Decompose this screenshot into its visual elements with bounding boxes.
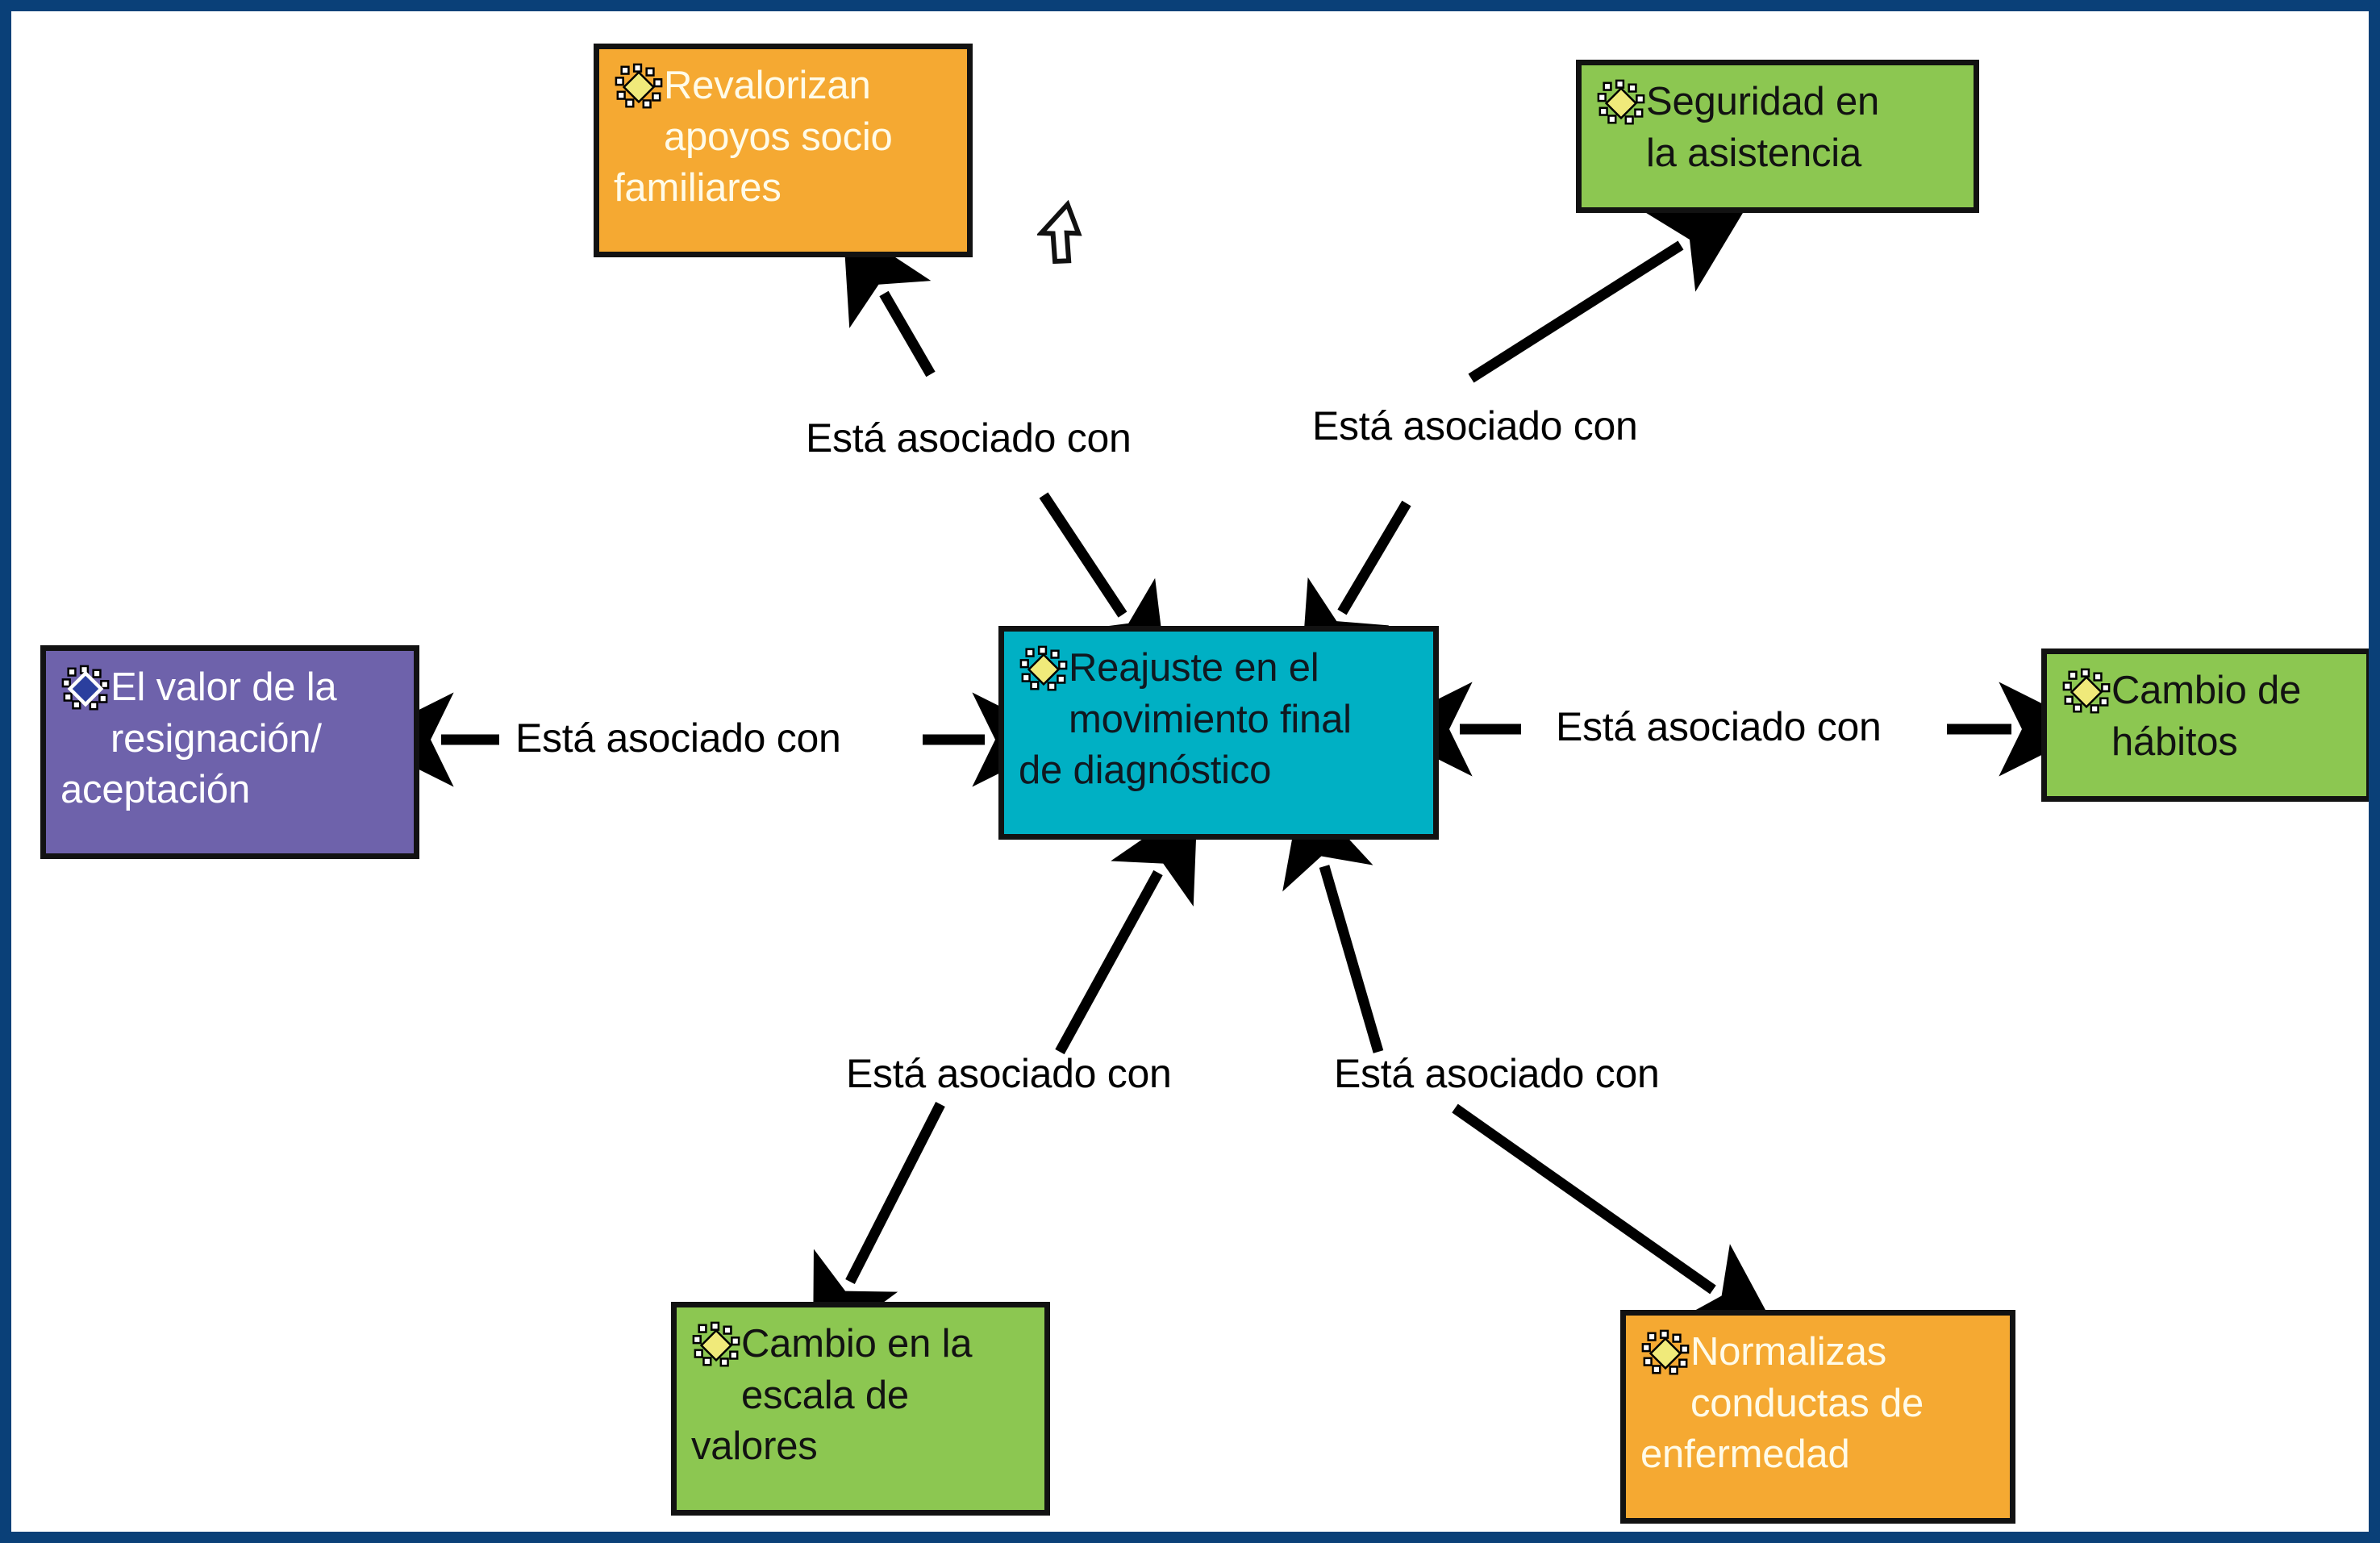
cluster-diamond-icon (615, 63, 663, 109)
cluster-diamond-icon (1597, 79, 1645, 125)
node-label: El valor de la (110, 665, 337, 709)
edge-label-cambio-escala: Está asociado con (846, 1051, 1172, 1096)
cluster-diamond-icon (2062, 668, 2111, 714)
node-valor-resignacion[interactable]: El valor de la resignación/ aceptación (40, 645, 419, 859)
cluster-diamond-icon (1019, 645, 1068, 691)
edge-label-revalorizan: Está asociado con (806, 415, 1132, 461)
node-label: apoyos socio (664, 115, 893, 159)
node-label: Cambio en la (741, 1322, 973, 1366)
node-label: de diagnóstico (1019, 749, 1272, 793)
node-cambio-escala[interactable]: Cambio en la escala de valores (671, 1302, 1050, 1516)
node-label: Seguridad en (1646, 80, 1880, 123)
node-label: Revalorizan (664, 64, 871, 107)
node-normalizas[interactable]: Normalizas conductas de enfermedad (1620, 1310, 2015, 1524)
node-label: hábitos (2111, 719, 2238, 764)
node-label: enfermedad (1640, 1432, 1850, 1477)
cluster-diamond-icon (1641, 1329, 1690, 1375)
node-label: escala de (741, 1373, 909, 1417)
node-label: valores (691, 1424, 818, 1469)
cluster-diamond-icon (61, 665, 110, 711)
node-label: resignación/ (110, 716, 322, 761)
arrow-up-cursor (1037, 199, 1082, 265)
edge-label-valor-resignacion: Está asociado con (515, 715, 841, 761)
node-label: Reajuste en el (1069, 646, 1319, 690)
edge-label-normalizas: Está asociado con (1334, 1051, 1660, 1096)
node-label: la asistencia (1646, 131, 1862, 175)
node-label: familiares (614, 166, 782, 211)
node-label: aceptación (60, 768, 251, 812)
node-revalorizan[interactable]: Revalorizan apoyos socio familiares (594, 44, 973, 257)
node-label: conductas de (1690, 1381, 1924, 1425)
node-cambio-habitos[interactable]: Cambio de hábitos (2041, 648, 2369, 802)
edge-label-cambio-habitos: Está asociado con (1556, 704, 1882, 749)
cluster-diamond-icon (692, 1321, 740, 1367)
node-label: Cambio de (2111, 669, 2302, 712)
node-label: movimiento final (1069, 697, 1352, 741)
edge-label-seguridad: Está asociado con (1312, 403, 1638, 448)
node-reajuste-central[interactable]: Reajuste en el movimiento final de diagn… (998, 626, 1439, 840)
node-label: Normalizas (1690, 1330, 1887, 1374)
node-seguridad[interactable]: Seguridad en la asistencia (1576, 60, 1979, 213)
